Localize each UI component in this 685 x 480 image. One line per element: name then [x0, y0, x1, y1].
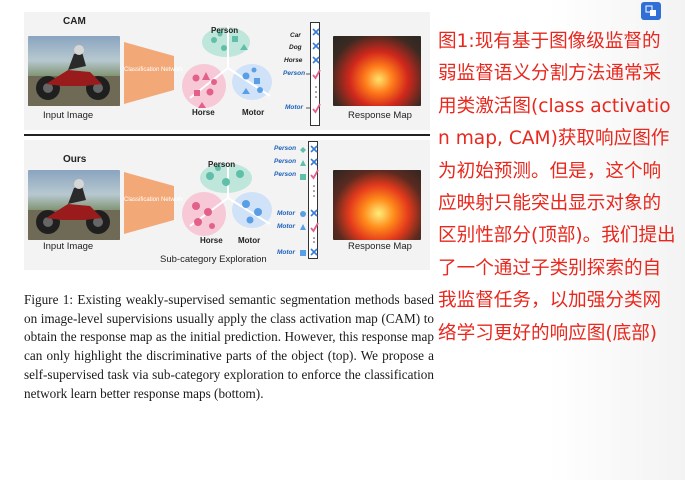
translate-icon[interactable]	[641, 2, 661, 20]
input-image-label-top: Input Image	[43, 110, 94, 121]
classification-network-top: Classification Network	[124, 42, 184, 104]
right-side-panel	[547, 0, 685, 480]
sub-person-3: Person	[274, 171, 297, 178]
class-horse: Horse	[284, 57, 303, 64]
input-image-label-bottom: Input Image	[43, 241, 94, 252]
input-image-bottom	[28, 170, 120, 240]
paper-page: CAM Input Image Classification Network P…	[24, 12, 434, 401]
network-label-bottom: Classification Network	[124, 197, 184, 203]
sub-shape-markers	[300, 147, 306, 256]
sub-motor-2: Motor	[277, 223, 296, 230]
cluster-label-person-top: Person	[211, 26, 239, 35]
sub-motor-3: Motor	[277, 249, 296, 256]
class-checklist-top	[310, 22, 321, 126]
class-motor: Motor	[285, 104, 304, 111]
input-image-top	[28, 36, 120, 106]
cluster-label-horse-bottom: Horse	[200, 236, 223, 245]
cluster-label-motor-bottom: Motor	[238, 236, 261, 245]
cluster-diagram-bottom	[182, 162, 272, 236]
response-map-top	[333, 36, 421, 106]
sub-person-2: Person	[274, 158, 297, 165]
sub-checklist-bottom	[308, 141, 319, 259]
class-car: Car	[290, 32, 301, 39]
sub-category-exploration-label: Sub-category Exploration	[160, 254, 267, 265]
class-person: Person	[283, 70, 306, 77]
cluster-label-motor-top: Motor	[242, 108, 265, 117]
response-label-top: Response Map	[348, 110, 412, 121]
response-map-bottom	[333, 170, 421, 240]
class-dog: Dog	[289, 44, 302, 51]
cam-title: CAM	[63, 16, 86, 27]
motorbike-illustration-2	[28, 179, 120, 240]
figure-caption: Figure 1: Existing weakly-supervised sem…	[24, 292, 434, 401]
translation-annotation: 图1:现有基于图像级监督的弱监督语义分割方法通常采用类激活图(class act…	[438, 31, 676, 344]
sub-motor-1: Motor	[277, 210, 296, 217]
ours-title: Ours	[63, 154, 87, 165]
motorbike-illustration	[28, 45, 120, 106]
classification-network-bottom: Classification Network	[124, 172, 184, 234]
cluster-label-horse-top: Horse	[192, 108, 215, 117]
network-label-top: Classification Network	[124, 67, 184, 73]
response-label-bottom: Response Map	[348, 241, 412, 252]
figure-divider	[24, 134, 430, 136]
sub-person-1: Person	[274, 145, 297, 152]
cluster-label-person-bottom: Person	[208, 160, 236, 169]
cluster-diagram-top	[182, 26, 272, 108]
